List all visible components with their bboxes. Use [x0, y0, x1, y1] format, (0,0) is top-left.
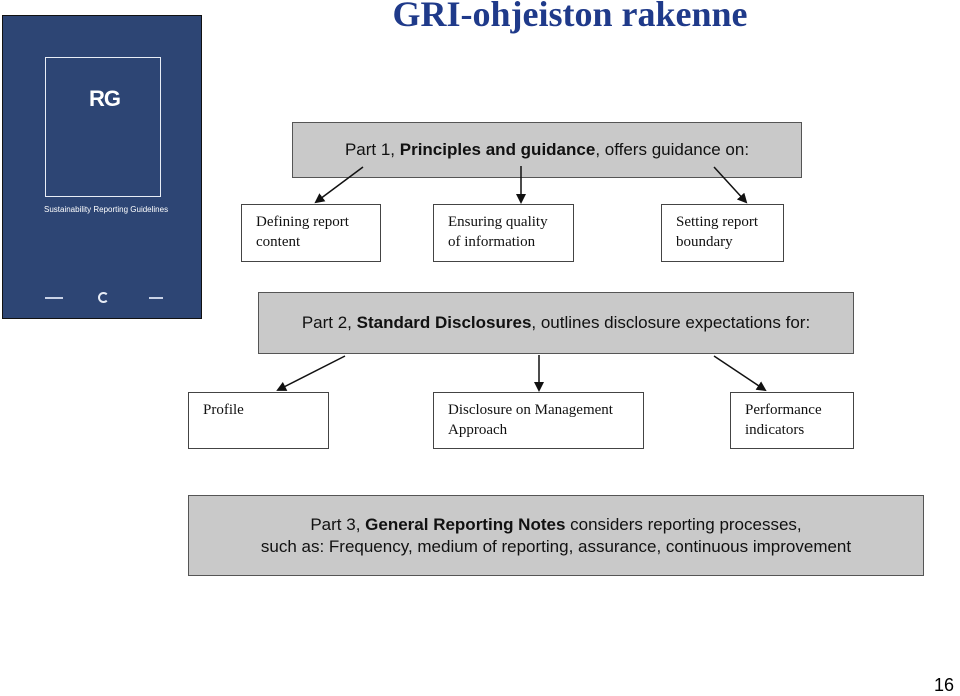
part2-suffix: , outlines disclosure expectations for:: [531, 313, 811, 332]
cover-subtitle: Sustainability Reporting Guidelines: [44, 205, 169, 214]
part1-child-ensuring-quality: Ensuring quality of information: [433, 204, 574, 262]
cover-logo-text: RG: [89, 86, 121, 111]
slide-title: GRI-ohjeiston rakenne: [392, 0, 748, 34]
part1-text: Part 1, Principles and guidance, offers …: [345, 139, 749, 161]
part3-prefix: Part 3,: [310, 514, 366, 534]
arrow-part2-left: [276, 355, 346, 391]
cover-footer-mark-left: [45, 297, 63, 299]
part3-bold: General Reporting Notes: [365, 514, 566, 534]
part3-line2: such as: Frequency, medium of reporting,…: [260, 536, 852, 556]
part1-child-setting-boundary: Setting report boundary: [661, 204, 784, 262]
part1-suffix: , offers guidance on:: [595, 140, 750, 159]
part3-box: Part 3, General Reporting Notes consider…: [188, 495, 924, 576]
gri-logo-icon: [98, 292, 109, 303]
part2-text: Part 2, Standard Disclosures, outlines d…: [302, 312, 810, 334]
part3-suffix: considers reporting processes,: [565, 514, 802, 534]
part2-child-profile: Profile: [188, 392, 329, 449]
part1-box: Part 1, Principles and guidance, offers …: [292, 122, 802, 178]
part1-bold: Principles and guidance: [399, 140, 596, 159]
page-number: 16: [933, 675, 954, 695]
guidelines-cover-image: RG Sustainability Reporting Guidelines: [2, 15, 202, 319]
part2-child-management-approach: Disclosure on Management Approach: [433, 392, 644, 449]
part1-child-defining-content: Defining report content: [241, 204, 381, 262]
part2-child-performance-indicators: Performance indicators: [730, 392, 854, 449]
part2-box: Part 2, Standard Disclosures, outlines d…: [258, 292, 854, 354]
arrow-part1-left: [314, 166, 364, 204]
part2-prefix: Part 2,: [301, 313, 357, 332]
cover-footer-mark-right: [149, 297, 163, 299]
cover-frame: RG: [45, 57, 161, 197]
arrow-part1-right: [713, 166, 748, 204]
arrow-part2-right: [713, 355, 767, 392]
part1-prefix: Part 1,: [344, 140, 400, 159]
part3-line1: Part 3, General Reporting Notes consider…: [310, 514, 801, 536]
part2-bold: Standard Disclosures: [356, 313, 532, 332]
